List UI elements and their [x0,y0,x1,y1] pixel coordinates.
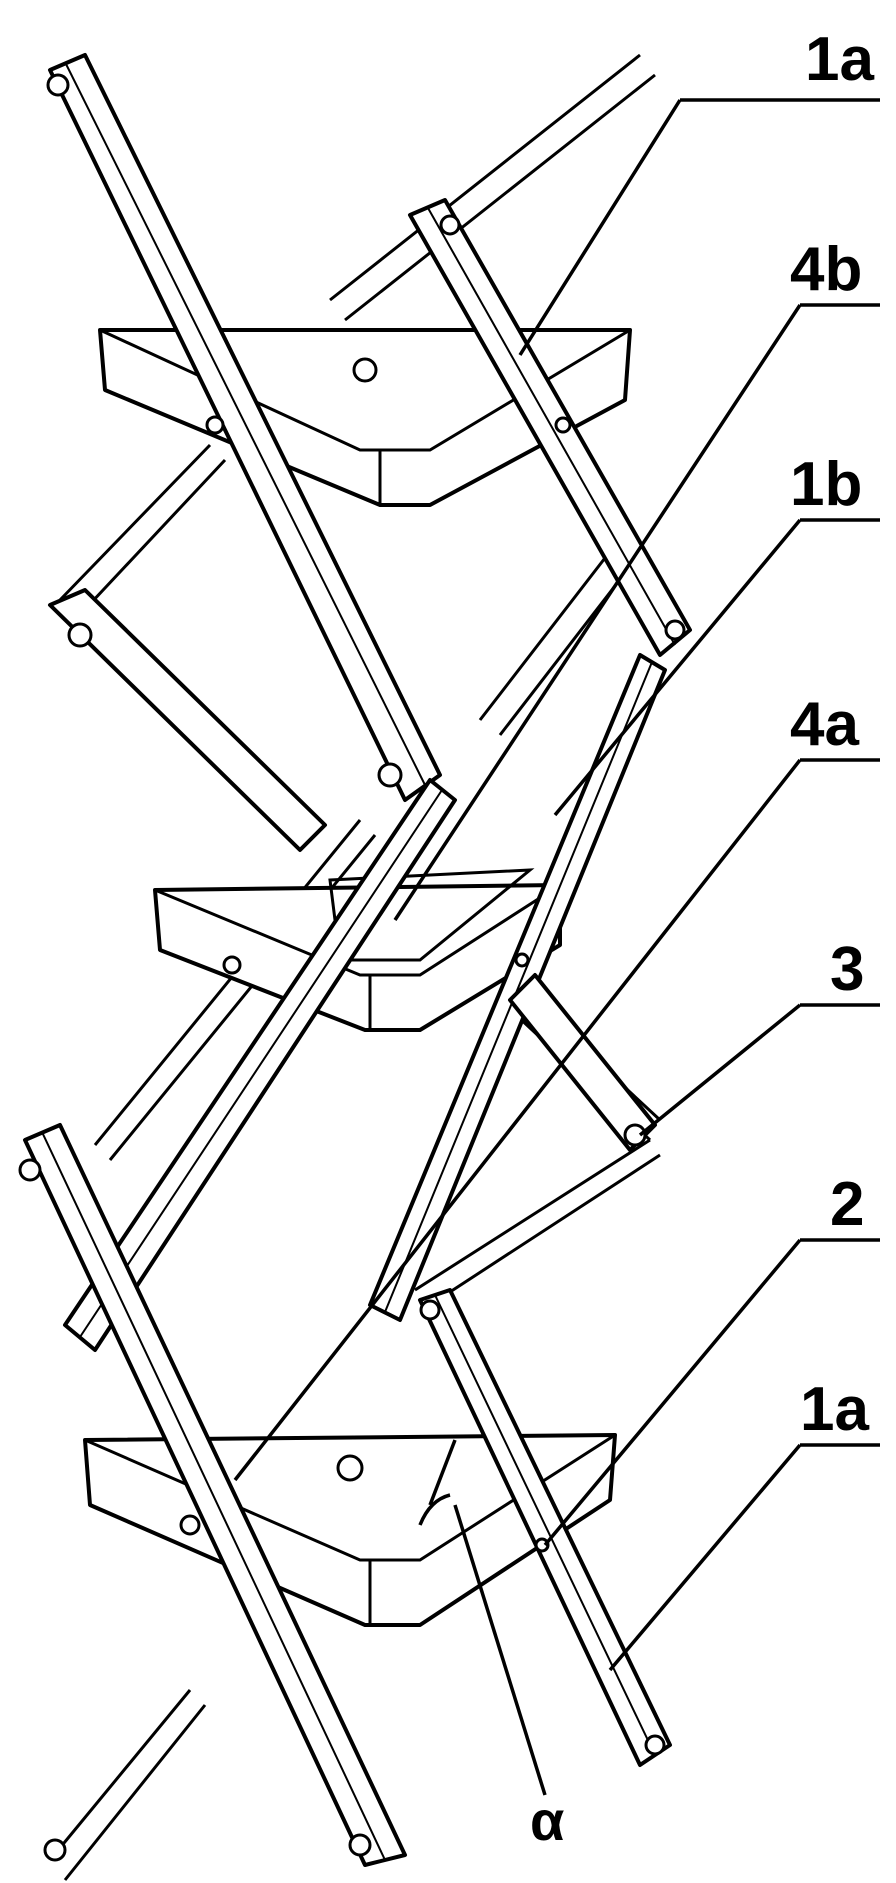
angle-marker [418,1439,457,1526]
label-4b: 4b [790,235,862,304]
plate-middle [153,868,562,1032]
label-1a-top: 1a [805,25,874,94]
bar-middle-left [63,778,457,1352]
bar-bottom-left [18,1123,407,1867]
link-bottom-left [43,1838,67,1862]
link-left-middle [48,588,327,852]
bar-bottom-right [418,1288,672,1767]
label-4a: 4a [790,690,859,759]
label-alpha: α [530,1789,564,1852]
leader-lines [233,98,880,1796]
bar-top-left [46,53,442,802]
bar-middle-right [368,653,667,1322]
pin-plate-top [352,357,378,383]
label-2: 2 [830,1170,864,1239]
label-1a-bottom: 1a [800,1375,869,1444]
label-3: 3 [830,935,864,1004]
label-1b: 1b [790,450,862,519]
link-3 [508,973,657,1152]
connecting-rods [48,53,662,1881]
pin-plate-bottom [336,1454,364,1482]
bar-top-right [408,198,692,657]
